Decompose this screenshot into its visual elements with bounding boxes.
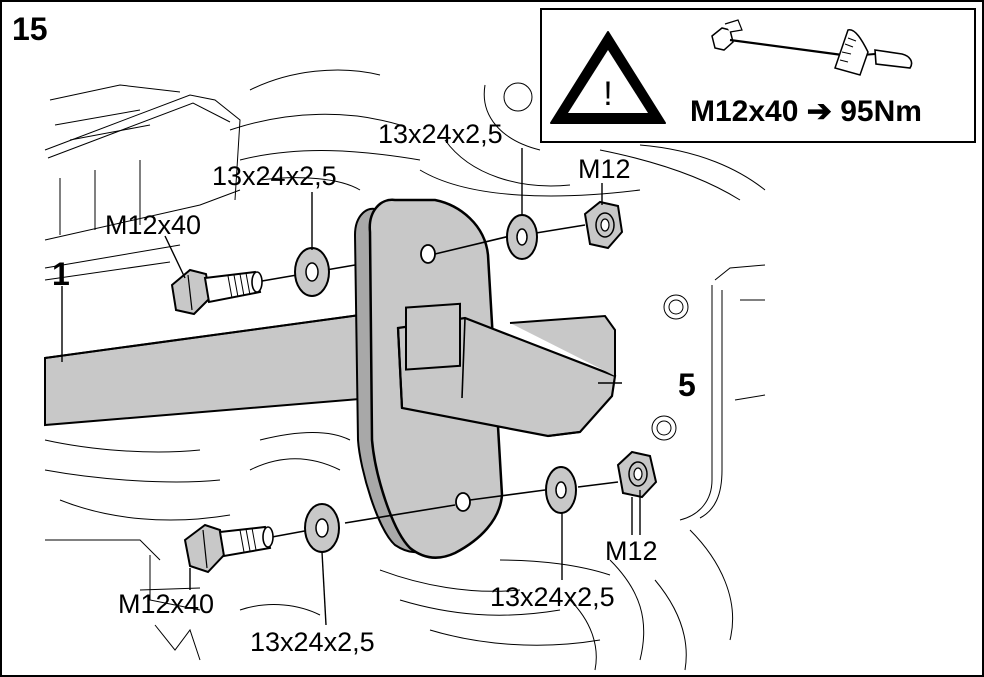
torque-wrench-icon [711,19,913,76]
nut-upper [583,200,624,250]
warning-glyph: ! [603,75,612,113]
label-nut-lower: M12 [605,536,658,566]
nut-lower [616,450,658,499]
label-washer-lower-left: 13x24x2,5 [250,627,375,657]
washer-lower-right [545,466,577,514]
crossbar-part-1 [44,313,374,427]
label-bolt-lower: M12x40 [118,589,214,619]
label-nut-upper: M12 [578,154,631,184]
washer-lower-left [304,503,340,553]
washer-upper-right [506,214,538,260]
bolt-lower [183,523,274,574]
step-number: 15 [12,11,48,47]
label-part-5: 5 [678,367,696,403]
label-washer-upper-left: 13x24x2,5 [212,161,337,191]
label-part-1: 1 [52,256,70,292]
vehicle-background-linework [44,69,766,671]
torque-spec: M12x40 ➔ 95Nm [690,95,922,128]
bolt-upper [170,268,263,316]
label-bolt-upper: M12x40 [105,210,201,240]
label-washer-upper-right: 13x24x2,5 [378,119,503,149]
leader-lines [61,148,641,626]
washer-upper-left [294,247,330,297]
warning-triangle-icon: ! [550,31,666,124]
label-washer-lower-right: 13x24x2,5 [490,582,615,612]
bracket-part-5 [353,198,617,559]
torque-warning-box: ! M12x40 ➔ 95Nm [540,8,976,143]
